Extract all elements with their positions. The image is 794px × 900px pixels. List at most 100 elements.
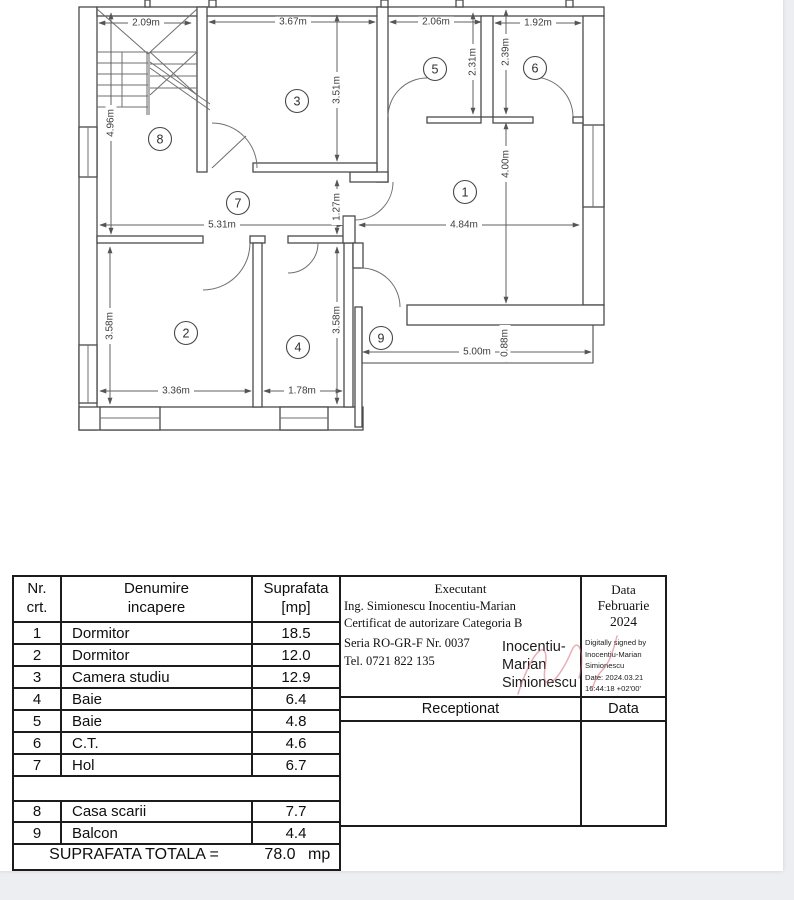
window-symbols — [78, 124, 605, 431]
door-arcs — [202, 76, 574, 308]
dimension-labels: 2.09m 3.67m 2.06m 1.92m 5.31m 4.84m 3.36… — [104, 16, 556, 397]
dim-label: 2.06m — [418, 16, 454, 28]
room-circle-2: 2 — [173, 320, 199, 346]
door-icon — [287, 242, 319, 274]
dim-label: 3.67m — [275, 16, 311, 28]
row-name: Camera studiu — [62, 667, 253, 687]
window-icon — [99, 406, 161, 431]
executant-title: Executant — [434, 581, 487, 596]
dim-label: 4.84m — [446, 219, 482, 231]
dim-label: 3.51m — [331, 72, 343, 108]
total-value: 78.0 — [264, 846, 296, 863]
window-icon — [78, 344, 98, 404]
row-name: C.T. — [62, 733, 253, 753]
room-circle-3: 3 — [284, 88, 310, 114]
executant-box: Executant Ing. Simionescu Inocentiu-Mari… — [341, 577, 582, 698]
dim-label: 5.00m — [459, 346, 495, 358]
dim-label: 2.39m — [500, 34, 512, 70]
dim-label: 4.96m — [105, 105, 117, 141]
executant-line: Tel. 0721 822 135 — [344, 654, 435, 668]
receptionat-label: Receptionat — [421, 701, 500, 717]
svg-text:1: 1 — [462, 186, 469, 200]
digital-signature-note: Digitally signed by Inocentiu-Marian Sim… — [585, 638, 647, 694]
empty-signature-area — [341, 722, 582, 825]
svg-text:2.06m: 2.06m — [422, 17, 450, 28]
table-total-row: SUPRAFATA TOTALA = 78.0 mp — [14, 845, 339, 869]
door-icon — [532, 76, 574, 118]
dim-label: 0.88m — [499, 325, 511, 361]
row-area: 6.4 — [285, 690, 307, 708]
row-area: 4.8 — [285, 712, 307, 730]
row-name: Hol — [62, 755, 253, 775]
svg-text:6: 6 — [532, 62, 539, 76]
document-page: 2.09m 3.67m 2.06m 1.92m 5.31m 4.84m 3.36… — [0, 0, 783, 871]
room-labels: 1 2 3 4 5 6 7 8 9 — [147, 55, 548, 360]
area-table: Nr. crt. Denumire incapere Suprafata [mp… — [12, 575, 341, 871]
row-area: 4.6 — [285, 734, 307, 752]
svg-text:3.36m: 3.36m — [162, 386, 190, 397]
staircase-icon — [96, 8, 211, 115]
svg-text:2.39m: 2.39m — [501, 38, 512, 66]
row-name: Casa scarii — [62, 802, 253, 821]
svg-text:4.00m: 4.00m — [501, 150, 512, 178]
room-circle-9: 9 — [368, 325, 394, 351]
svg-text:9: 9 — [378, 332, 385, 346]
row-nr: 8 — [14, 802, 62, 821]
executant-line: Ing. Simionescu Inocentiu-Marian — [344, 599, 516, 613]
window-icon — [279, 406, 329, 431]
door-icon — [387, 77, 428, 118]
data-header: Data — [611, 582, 636, 597]
row-area: 7.7 — [285, 803, 307, 820]
svg-text:1.92m: 1.92m — [524, 18, 552, 29]
svg-text:5.00m: 5.00m — [463, 347, 491, 358]
svg-text:5: 5 — [432, 63, 439, 77]
row-nr: 5 — [14, 711, 62, 731]
row-area: 18.5 — [281, 624, 311, 642]
svg-text:3.58m: 3.58m — [332, 306, 343, 334]
room-circle-8: 8 — [147, 126, 173, 152]
signature-section: Executant Ing. Simionescu Inocentiu-Mari… — [339, 575, 667, 827]
row-nr: 3 — [14, 667, 62, 687]
svg-text:7: 7 — [235, 197, 242, 211]
door-icon — [211, 122, 258, 169]
svg-text:2.31m: 2.31m — [468, 48, 479, 76]
dim-label: 5.31m — [204, 219, 240, 231]
door-icon — [202, 242, 251, 291]
svg-text:3.51m: 3.51m — [332, 76, 343, 104]
svg-text:3: 3 — [294, 95, 301, 109]
row-name: Baie — [62, 711, 253, 731]
dim-label: 1.27m — [331, 189, 343, 225]
door-icon — [354, 181, 394, 221]
svg-text:1.78m: 1.78m — [288, 386, 316, 397]
executant-line: Seria RO-GR-F Nr. 0037 — [344, 636, 470, 650]
svg-text:2: 2 — [183, 327, 190, 341]
table-empty-row — [14, 777, 339, 802]
data-label: Data — [608, 701, 639, 717]
svg-text:4.84m: 4.84m — [450, 220, 478, 231]
svg-text:2.09m: 2.09m — [132, 18, 160, 29]
row-nr: 6 — [14, 733, 62, 753]
svg-text:3.58m: 3.58m — [105, 312, 116, 340]
total-unit: mp — [308, 846, 331, 863]
header-nr: Nr. crt. — [14, 577, 62, 621]
dim-label: 2.09m — [128, 17, 164, 29]
row-nr: 7 — [14, 755, 62, 775]
row-nr: 9 — [14, 823, 62, 843]
header-suprafata: Suprafata [mp] — [263, 580, 329, 616]
dim-label: 2.31m — [467, 44, 479, 80]
row-nr: 2 — [14, 645, 62, 665]
room-circle-7: 7 — [225, 190, 251, 216]
data-box: Data Februarie 2024 Digitally signed by … — [582, 577, 665, 698]
total-label: SUPRAFATA TOTALA = — [49, 846, 219, 863]
row-nr: 1 — [14, 623, 62, 643]
dim-label: 3.58m — [331, 302, 343, 338]
row-name: Balcon — [62, 823, 253, 843]
